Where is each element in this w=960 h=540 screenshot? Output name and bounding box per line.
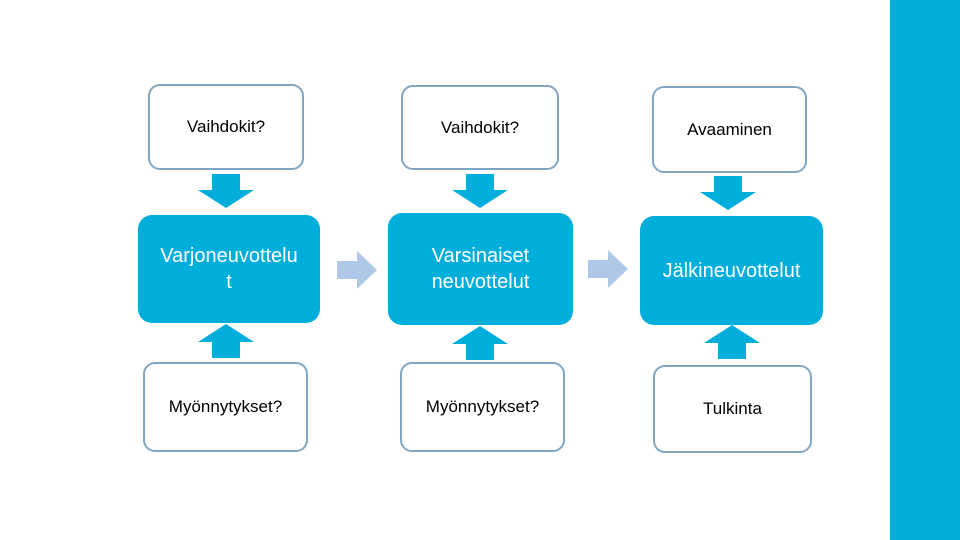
- col2-top-box: Vaihdokit?: [401, 85, 559, 170]
- col1-bottom-label: Myönnytykset?: [168, 397, 283, 416]
- col1-top-box: Vaihdokit?: [148, 84, 304, 170]
- col1-stage-label: Varjoneuvottelu t: [160, 245, 298, 293]
- up-arrow-icon: [452, 326, 508, 360]
- col1-bottom-box: Myönnytykset?: [143, 362, 308, 452]
- down-arrow-icon: [452, 174, 508, 208]
- col1-stage-box: Varjoneuvottelu t: [138, 215, 320, 323]
- col2-stage-box: Varsinaiset neuvottelut: [388, 213, 573, 325]
- col2-bottom-label: Myönnytykset?: [425, 397, 540, 416]
- up-arrow-icon: [198, 324, 254, 358]
- down-arrow-icon: [700, 176, 756, 210]
- col3-stage-label: Jälkineuvottelut: [662, 259, 801, 282]
- col2-stage-label: Varsinaiset neuvottelut: [431, 245, 530, 293]
- up-arrow-icon: [704, 325, 760, 359]
- col3-top-label: Avaaminen: [687, 119, 772, 139]
- col3-stage-box: Jälkineuvottelut: [640, 216, 823, 325]
- col2-top-label: Vaihdokit?: [440, 117, 520, 137]
- col2-bottom-box: Myönnytykset?: [400, 362, 565, 452]
- down-arrow-icon: [198, 174, 254, 208]
- col3-bottom-label: Tulkinta: [703, 399, 762, 418]
- right-arrow-icon: [588, 250, 628, 288]
- col3-bottom-box: Tulkinta: [653, 365, 812, 453]
- right-accent-bar: [890, 0, 960, 540]
- right-arrow-icon: [337, 251, 377, 289]
- col3-top-box: Avaaminen: [652, 86, 807, 173]
- col1-top-label: Vaihdokit?: [186, 117, 266, 136]
